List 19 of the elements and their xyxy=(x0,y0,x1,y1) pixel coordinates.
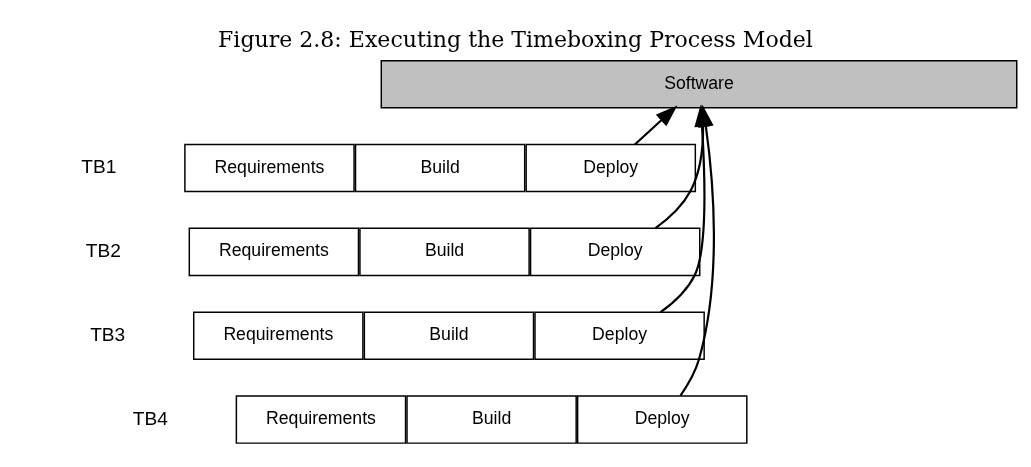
node-box: Deploy xyxy=(525,143,697,193)
node-box: Build xyxy=(363,311,535,360)
node-box: Build xyxy=(359,227,530,277)
node-box: Deploy xyxy=(576,395,748,444)
node-box: Build xyxy=(354,143,526,193)
label: TB2 xyxy=(85,239,121,261)
arrow xyxy=(634,105,678,146)
node-box: Requirements xyxy=(193,311,364,360)
node-box: Software xyxy=(380,59,1018,109)
node-box: Deploy xyxy=(529,227,701,277)
node-box: Requirements xyxy=(184,143,355,193)
node-box: Requirements xyxy=(188,227,360,277)
node-box: Build xyxy=(406,395,577,444)
label: TB3 xyxy=(90,323,126,345)
node-box: Requirements xyxy=(235,395,407,444)
diagram-title: Figure 2.8: Executing the Timeboxing Process Model xyxy=(218,27,813,53)
node-box: Deploy xyxy=(534,311,705,360)
label: TB1 xyxy=(81,156,117,178)
label: TB4 xyxy=(132,407,168,429)
